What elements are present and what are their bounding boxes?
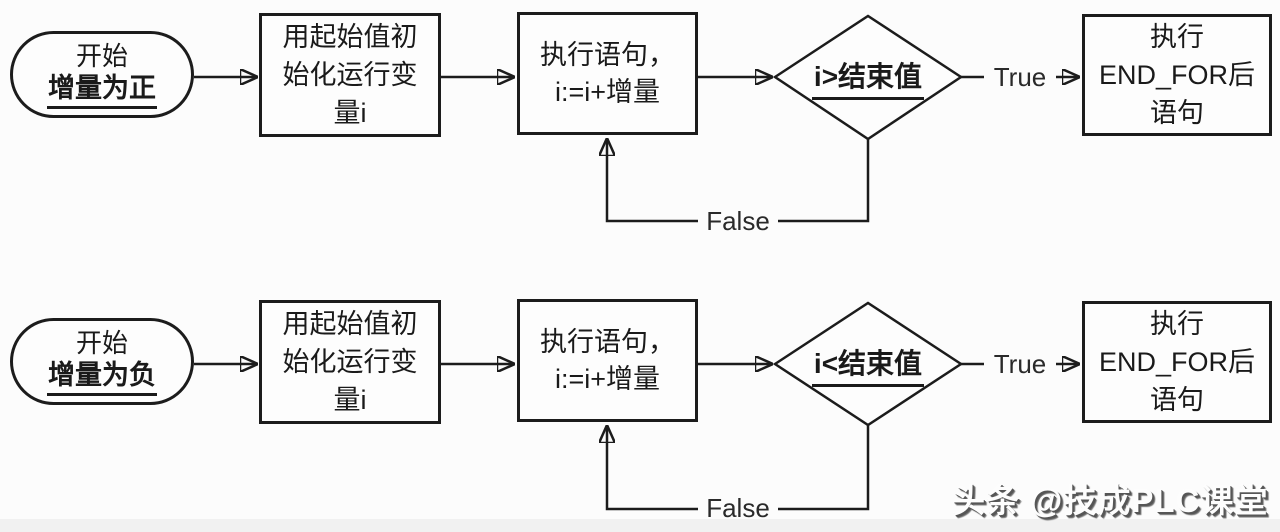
loop-body-box: 执行语句， i:=i+增量 bbox=[517, 299, 698, 422]
end-process-line1: 执行 bbox=[1150, 22, 1204, 52]
loop-body-line1: 执行语句， bbox=[540, 39, 675, 70]
loop-body-line2: i:=i+增量 bbox=[554, 76, 661, 107]
end-process-line1: 执行 bbox=[1150, 309, 1204, 339]
condition-diamond-bottom bbox=[772, 301, 964, 427]
condition-diamond-top bbox=[772, 14, 964, 141]
loop-body-line2: i:=i+增量 bbox=[554, 363, 661, 394]
toutiao-watermark: 头条 @技成PLC课堂 bbox=[952, 482, 1269, 519]
init-process-label: 用起始值初始化运行变量i bbox=[282, 22, 418, 128]
condition-label-wrap: i>结束值 bbox=[775, 55, 961, 100]
loop-body-box: 执行语句， i:=i+增量 bbox=[517, 12, 698, 135]
end-process-box: 执行 END_FOR后 语句 bbox=[1082, 301, 1272, 423]
end-process-line2: END_FOR后 bbox=[1098, 347, 1255, 377]
end-process-line2: END_FOR后 bbox=[1098, 60, 1255, 90]
start-terminator: 开始 增量为正 bbox=[10, 31, 194, 118]
end-process-box: 执行 END_FOR后 语句 bbox=[1082, 14, 1272, 136]
false-edge-label: False bbox=[698, 204, 778, 238]
init-process-box: 用起始值初始化运行变量i bbox=[259, 13, 441, 137]
start-terminator: 开始 增量为负 bbox=[10, 318, 194, 405]
start-label: 开始 bbox=[75, 41, 128, 71]
true-edge-label: True bbox=[984, 347, 1056, 381]
condition-label-wrap: i<结束值 bbox=[775, 342, 961, 387]
increment-direction-label: 增量为负 bbox=[47, 359, 157, 396]
init-process-box: 用起始值初始化运行变量i bbox=[259, 300, 441, 424]
true-edge-label: True bbox=[984, 60, 1056, 94]
loop-body-line1: 执行语句， bbox=[540, 326, 675, 357]
increment-direction-label: 增量为正 bbox=[47, 72, 157, 109]
init-process-label: 用起始值初始化运行变量i bbox=[282, 309, 418, 415]
condition-label: i<结束值 bbox=[811, 342, 925, 387]
flowchart-positive-increment: 开始 增量为正 用起始值初始化运行变量i 执行语句， i:=i+增量 i>结束值… bbox=[0, 0, 1280, 250]
start-label: 开始 bbox=[75, 328, 128, 358]
bottom-edge-strip bbox=[0, 519, 1280, 532]
condition-label: i>结束值 bbox=[811, 55, 925, 100]
end-process-line3: 语句 bbox=[1150, 385, 1204, 415]
end-process-line3: 语句 bbox=[1150, 98, 1204, 128]
